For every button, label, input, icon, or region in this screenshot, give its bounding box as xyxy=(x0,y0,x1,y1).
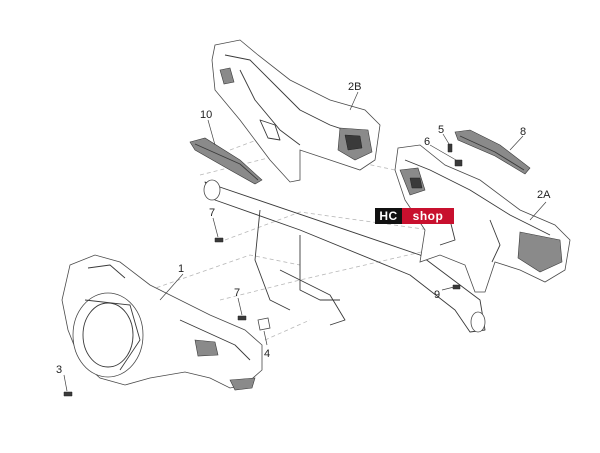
callout-7b: 7 xyxy=(234,287,240,299)
screw-7b-icon xyxy=(237,315,247,321)
screw-9-icon xyxy=(452,284,461,290)
callout-labels: 1 2A 2B 3 4 5 6 7 7 8 9 10 xyxy=(56,81,551,376)
part-2a-right-housing xyxy=(394,144,571,293)
handlebar-tube xyxy=(203,179,486,333)
screw-3-icon xyxy=(63,391,73,397)
callout-5: 5 xyxy=(438,124,444,136)
leader-lines xyxy=(63,91,547,392)
fasteners xyxy=(63,143,463,397)
callout-4: 4 xyxy=(264,348,270,360)
part-2b-left-housing xyxy=(211,39,381,183)
callout-10: 10 xyxy=(200,109,212,121)
badge-shop-text: shop xyxy=(402,208,454,224)
callout-6: 6 xyxy=(424,136,430,148)
part-10-plate xyxy=(189,137,263,185)
screw-6-icon xyxy=(454,159,463,167)
callout-8: 8 xyxy=(520,126,526,138)
callout-2a: 2A xyxy=(537,189,551,201)
callout-2b: 2B xyxy=(348,81,361,93)
screw-5-icon xyxy=(447,143,453,153)
callout-1: 1 xyxy=(178,263,184,275)
callout-7a: 7 xyxy=(209,207,215,219)
callout-9: 9 xyxy=(434,289,440,301)
badge-hc-text: HC xyxy=(375,208,402,224)
clip-4-icon xyxy=(257,317,271,331)
callout-3: 3 xyxy=(56,364,62,376)
hc-shop-watermark: HC shop xyxy=(375,208,454,224)
part-1-front-cover xyxy=(61,254,263,391)
part-8-strip xyxy=(454,129,531,175)
screw-7a-icon xyxy=(214,237,224,243)
